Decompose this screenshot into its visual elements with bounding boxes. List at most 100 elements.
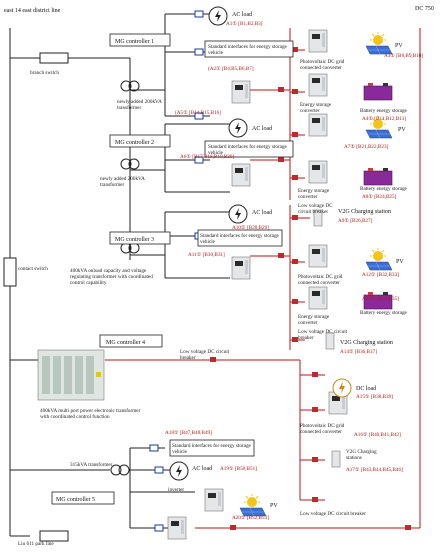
mg4-pv-converter-id: A16① [B40,B41,B42] [354, 432, 401, 438]
contact-switch-symbol [3, 257, 17, 287]
mg4-pet-icon [37, 349, 105, 401]
mg4-v2g-charger-icon [325, 332, 335, 350]
mg4-v2g-chargers-icon [331, 450, 341, 468]
mg5-controller-label: MG controller 5 [56, 497, 95, 503]
mg5-inverter-icon [204, 488, 224, 512]
mg3-v2g-label: V2G Charging station [338, 209, 391, 215]
mg3-v2g-id: A9① [B26,B27] [338, 218, 373, 224]
mg1-transformer-symbol [120, 80, 140, 92]
mg5-controller-box [51, 491, 115, 505]
mg5-std-interface-box [169, 439, 255, 457]
mg4-controller-box [99, 334, 163, 348]
mg3-pv-label: PV [396, 259, 404, 265]
mg3-controller-box [109, 231, 171, 245]
mg4-dc-load-id: A15① [B38,B39] [356, 394, 393, 400]
mg1-ac-load-icon [208, 6, 228, 26]
mg5-ac-load-label: AC load [192, 466, 212, 472]
mg1-pv-label: PV [395, 43, 403, 49]
mg5-pv-icon [239, 493, 267, 517]
mg3-es-converter-icon [308, 286, 328, 310]
mg1-pv-icon [365, 31, 393, 55]
mg4-pet-label: 400kVA multi port power electronic trans… [40, 407, 141, 420]
mg3-std-interface-box [197, 229, 283, 247]
dc-breakers [210, 47, 411, 530]
mg1-battery-icon [363, 82, 393, 101]
mg1-controller-label: MG controller 1 [115, 39, 154, 45]
mg1-pcs-cabinet-icon [231, 80, 251, 104]
mg3-ac-load-label: AC load [252, 210, 272, 216]
mg1-std-interface-id: (A2① [B4,B5,B6,B7] [208, 65, 254, 72]
mg5-ac-load-id: A19① [B50,B51] [220, 466, 257, 472]
feeder-line-label: east 14 east district line [4, 8, 61, 14]
mg2-controller-box [109, 134, 171, 148]
mg1-main-id: (A5① [B14,B15,B16] [175, 109, 221, 116]
mg4-v2g-id: A14① [B36,B37] [340, 349, 377, 355]
mg2-battery-label: Battery energy storage [360, 186, 408, 192]
mg3-controller-label: MG controller 3 [115, 237, 154, 243]
mg1-pv-converter-icon [308, 29, 328, 53]
mg2-pv-converter-icon [308, 113, 328, 137]
mg4-dc-load-label: DC load [356, 386, 376, 392]
mg4-breaker3-label: Low voltage DC circuit breaker [300, 511, 366, 517]
mg4-v2g-label: V2G Charging station [340, 340, 393, 346]
mg2-controller-label: MG controller 2 [115, 140, 154, 146]
mg3-pv-icon [365, 247, 393, 271]
mg1-ac-load-id: A1① [B1,B2,B3] [226, 21, 263, 27]
mg3-battery-label: Battery energy storage [360, 310, 408, 316]
mg2-ac-load-label: AC load [252, 126, 272, 132]
mg2-ac-load-icon [228, 118, 248, 138]
mg1-pv-id: A3① [B8,B9,B10] [384, 53, 423, 59]
mg3-battery-id: A13① [B34,B35] [362, 296, 399, 302]
mg3-ac-load-icon [228, 204, 248, 224]
mg5-ac-load-icon [169, 461, 189, 481]
mg4-v2g2-id: A17① [B43,B44,B45,B46] [346, 467, 403, 473]
mg2-battery-icon [363, 167, 393, 186]
park-switch-symbol [39, 530, 69, 542]
mg3-main-id: A11① [B30,B31] [188, 252, 225, 258]
mg1-es-converter-icon [308, 73, 328, 97]
mg1-std-interface-box [204, 40, 294, 58]
mg2-std-interface-box [204, 140, 294, 158]
mg2-main-id: A6① [B17,B18,B19,B20] [180, 154, 234, 160]
mg4-dc-load-icon [332, 378, 352, 398]
contact-switch-label: contact switch [18, 266, 48, 272]
branch-switch-label: branch switch [30, 70, 59, 76]
mg2-pv-label: PV [398, 127, 406, 133]
mg2-battery-id: A8① [B24,B25] [362, 194, 397, 200]
mg5-pv-id: A20① [B52,B53] [232, 515, 269, 521]
mg3-pv-id: A12① [B32,B33] [362, 272, 399, 278]
mg4-pet-id: A18① [B47,B48,B49] [165, 430, 212, 436]
mg3-v2g-charger-icon [313, 209, 323, 227]
mg1-battery-label: Battery energy storage [360, 108, 408, 114]
mg2-transformer-symbol [120, 158, 140, 170]
dc-voltage-label: DC 750 [415, 6, 434, 12]
mg3-pcs-cabinet-icon [231, 256, 251, 280]
mg5-transformer-symbol [110, 464, 130, 476]
mg5-pv-label: PV [270, 503, 278, 509]
mg2-es-converter-icon [308, 160, 328, 184]
mg5-pcs-cabinet-icon [167, 516, 187, 540]
branch-switch-symbol [39, 52, 69, 64]
mg5-transformer-label: 315kVA transformer [70, 461, 113, 468]
mg1-battery-id: A4① [B11,B12,B13] [362, 116, 406, 122]
mg2-pcs-cabinet-icon [231, 163, 251, 187]
park-line-label: Liu 611 park line [18, 541, 54, 547]
mg3-ac-load-id: A10① [B28,B29] [232, 225, 269, 231]
mg1-controller-box [109, 33, 171, 47]
